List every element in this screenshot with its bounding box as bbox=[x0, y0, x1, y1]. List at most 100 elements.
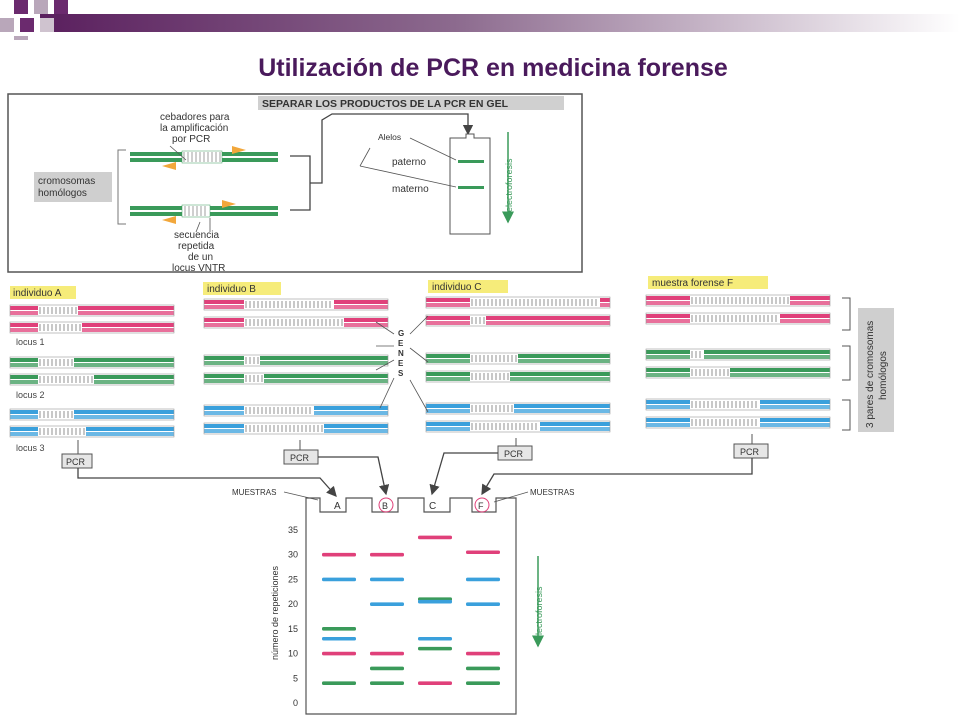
homologous-chromosome-pair bbox=[645, 348, 831, 379]
repeat-units bbox=[39, 376, 93, 383]
locus-labels: locus 1 locus 2 locus 3 bbox=[16, 337, 45, 453]
gel-band-b bbox=[370, 666, 404, 671]
pairs-label-box bbox=[858, 308, 894, 432]
gel-header-text: SEPARAR LOS PRODUCTOS DE LA PCR EN GEL bbox=[262, 98, 509, 110]
individual-a-label: individuo A bbox=[13, 288, 62, 299]
gel-panel: MUESTRAS MUESTRAS A B C F 35302520151050… bbox=[232, 488, 574, 715]
primer-arrow bbox=[232, 146, 246, 154]
gel-band-b bbox=[370, 651, 404, 656]
repeat-region bbox=[38, 306, 78, 315]
primer-arrow bbox=[222, 200, 236, 208]
repeat-units bbox=[471, 317, 485, 324]
chromosome-strand bbox=[10, 323, 174, 327]
repeat-units bbox=[471, 299, 597, 306]
repeat-units bbox=[39, 324, 81, 331]
gel-band-f bbox=[466, 550, 500, 555]
gel-band-f bbox=[466, 577, 500, 582]
lane-a-label: A bbox=[334, 501, 341, 512]
repeat-units bbox=[39, 428, 85, 435]
chromosome-outline bbox=[645, 366, 831, 379]
gel-band-f bbox=[466, 602, 500, 606]
gel-band-a bbox=[322, 681, 356, 686]
primer-arrow bbox=[162, 216, 176, 224]
genes-letter: G bbox=[398, 329, 404, 338]
chromosome-outline bbox=[203, 298, 389, 311]
chromosome-outline bbox=[9, 304, 175, 317]
chromosome-strand bbox=[426, 377, 610, 381]
chromosome-outline bbox=[9, 425, 175, 438]
lane-f-label: F bbox=[478, 501, 484, 511]
label-highlight-b bbox=[203, 282, 281, 295]
chromosome-strand bbox=[426, 321, 610, 325]
chromosome-strand bbox=[10, 328, 174, 332]
repeat-units bbox=[245, 319, 343, 326]
chromosome-strand bbox=[426, 409, 610, 413]
pairs-bracket: 3 pares de cromosomas homólogos bbox=[842, 297, 894, 432]
homologous-chromosome-pair bbox=[425, 296, 611, 327]
repeat-region bbox=[470, 422, 540, 431]
chromosome-strand bbox=[646, 368, 830, 372]
homologous-chromosome-pair bbox=[9, 356, 175, 386]
gel-band-b bbox=[370, 577, 404, 582]
chromosome-strand bbox=[10, 432, 174, 436]
homologous-chromosome-pair bbox=[425, 402, 611, 433]
chromosome-strand bbox=[10, 306, 174, 310]
primers-label-line1: cebadores para bbox=[160, 112, 230, 123]
repeat-label-line1: secuencia bbox=[174, 230, 219, 241]
repeat-region bbox=[38, 427, 86, 436]
to-gel-arrow bbox=[290, 113, 468, 211]
repeat-units bbox=[691, 369, 729, 376]
repeat-units bbox=[471, 355, 517, 362]
chromosome-outline bbox=[645, 348, 831, 361]
repeat-region bbox=[690, 400, 760, 409]
primer-arrow bbox=[162, 162, 176, 170]
chromosome-strand bbox=[10, 358, 174, 362]
genes-letter: E bbox=[398, 339, 404, 348]
repeat-region bbox=[690, 350, 704, 359]
y-tick-label: 25 bbox=[288, 574, 298, 584]
gel-band-f bbox=[466, 651, 500, 656]
chromosome-strand bbox=[646, 373, 830, 377]
decorative-corner-band bbox=[0, 0, 960, 40]
gel-band-b bbox=[370, 681, 404, 686]
chromosome-strand bbox=[10, 311, 174, 315]
homologous-chromosome-pair bbox=[9, 304, 175, 334]
lane-b-label: B bbox=[382, 501, 388, 511]
chromosome-strand bbox=[204, 356, 388, 360]
chromosome-outline bbox=[425, 296, 611, 309]
top-electrophoresis-label: electroforesis bbox=[504, 158, 514, 212]
homologous-label-line1: cromosomas bbox=[38, 176, 95, 187]
chromosome-strand bbox=[10, 415, 174, 419]
chromosome-strand bbox=[10, 363, 174, 367]
corner-squares-decoration bbox=[0, 0, 960, 40]
gel-band-c bbox=[418, 535, 452, 540]
locus-1-label: locus 1 bbox=[16, 337, 45, 347]
repeat-units bbox=[39, 411, 73, 418]
repeat-units bbox=[471, 423, 537, 430]
chromosome-outline bbox=[203, 422, 389, 435]
primers-label-line2: la amplificación bbox=[160, 123, 228, 134]
chromosome-blocks bbox=[9, 294, 831, 438]
chromosome-outline bbox=[645, 312, 831, 325]
paternal-band bbox=[458, 160, 484, 163]
homologous-label-line2: homólogos bbox=[38, 188, 87, 199]
lane-f-circle bbox=[474, 497, 490, 513]
chromosome-strand bbox=[646, 355, 830, 359]
gel-band-c bbox=[418, 681, 452, 686]
repeat-units bbox=[691, 351, 701, 358]
chromosome-strand bbox=[646, 350, 830, 354]
gel-band-f bbox=[466, 681, 500, 686]
label-highlight-c bbox=[428, 280, 508, 293]
homologous-chromosome-pair bbox=[203, 354, 389, 385]
paternal-label: paterno bbox=[392, 157, 426, 168]
gel-band-a bbox=[322, 552, 356, 557]
repeat-units bbox=[245, 425, 323, 432]
samples-label-right: MUESTRAS bbox=[530, 488, 574, 497]
chromosome-strand bbox=[426, 404, 610, 408]
repeat-region bbox=[470, 354, 518, 363]
chromosome-strand bbox=[10, 410, 174, 414]
genes-letter: E bbox=[398, 359, 404, 368]
primers-label-line3: por PCR bbox=[172, 134, 210, 145]
repeat-label-line3: de un bbox=[188, 252, 213, 263]
repeat-units bbox=[471, 405, 513, 412]
